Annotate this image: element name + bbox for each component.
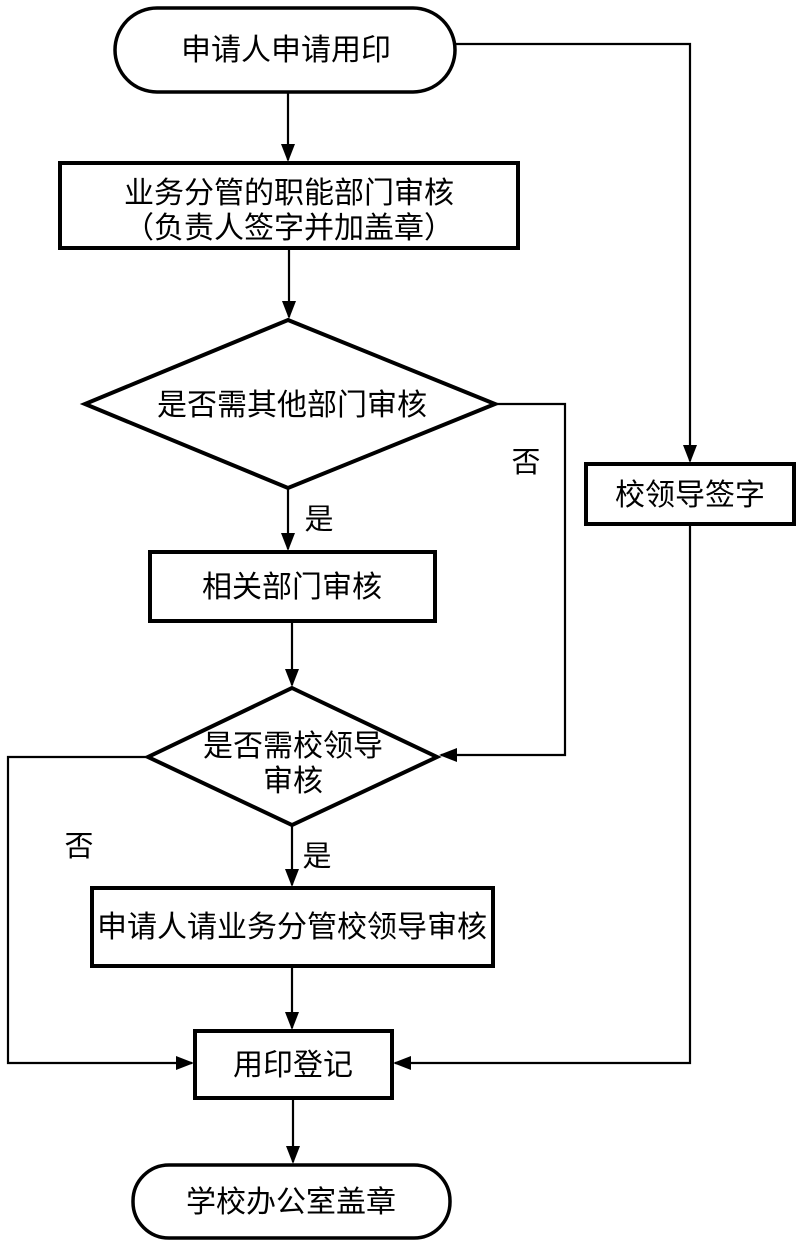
edge-label-other-dept-no: 否: [511, 445, 540, 479]
leader-signature-box: [584, 462, 796, 526]
dept-review-label-line2: （负责人签字并加盖章）: [124, 211, 454, 246]
leader-signature-label: 校领导签字: [615, 478, 765, 513]
edge-label-leader-yes: 是: [302, 839, 331, 873]
edge-decision-other-no-to-decision-leader: [439, 402, 567, 762]
related-dept-review-box: [148, 550, 437, 623]
dept-review-box: [58, 161, 520, 250]
seal-registration-box: [193, 1029, 394, 1100]
decision-leader-label-line1: 是否需校领导: [203, 729, 383, 764]
edge-leader-signature-to-seal-registration: [393, 524, 692, 1070]
decision-leader-diamond: [143, 685, 442, 828]
seal-registration-label: 用印登记: [233, 1048, 353, 1083]
decision-other-dept-label: 是否需其他部门审核: [157, 388, 427, 423]
edge-decision-leader-no-to-seal-registration: [6, 755, 194, 1070]
decision-other-dept-diamond: [79, 317, 501, 491]
dept-review-label-line1: 业务分管的职能部门审核: [124, 176, 454, 211]
decision-leader-label-line2: 审核: [263, 764, 323, 799]
related-dept-review-label: 相关部门审核: [202, 570, 382, 605]
start-terminator: [113, 6, 457, 94]
edge-label-leader-no: 否: [64, 829, 93, 863]
edge-start-to-leader-signature: [455, 42, 697, 463]
end-terminator: [131, 1163, 452, 1240]
applicant-leader-review-label: 申请人请业务分管校领导审核: [97, 910, 487, 945]
end-label: 学校办公室盖章: [186, 1185, 396, 1220]
applicant-leader-review-box: [90, 886, 495, 968]
edge-label-other-dept-yes: 是: [304, 502, 333, 536]
start-label: 申请人申请用印: [181, 33, 391, 68]
